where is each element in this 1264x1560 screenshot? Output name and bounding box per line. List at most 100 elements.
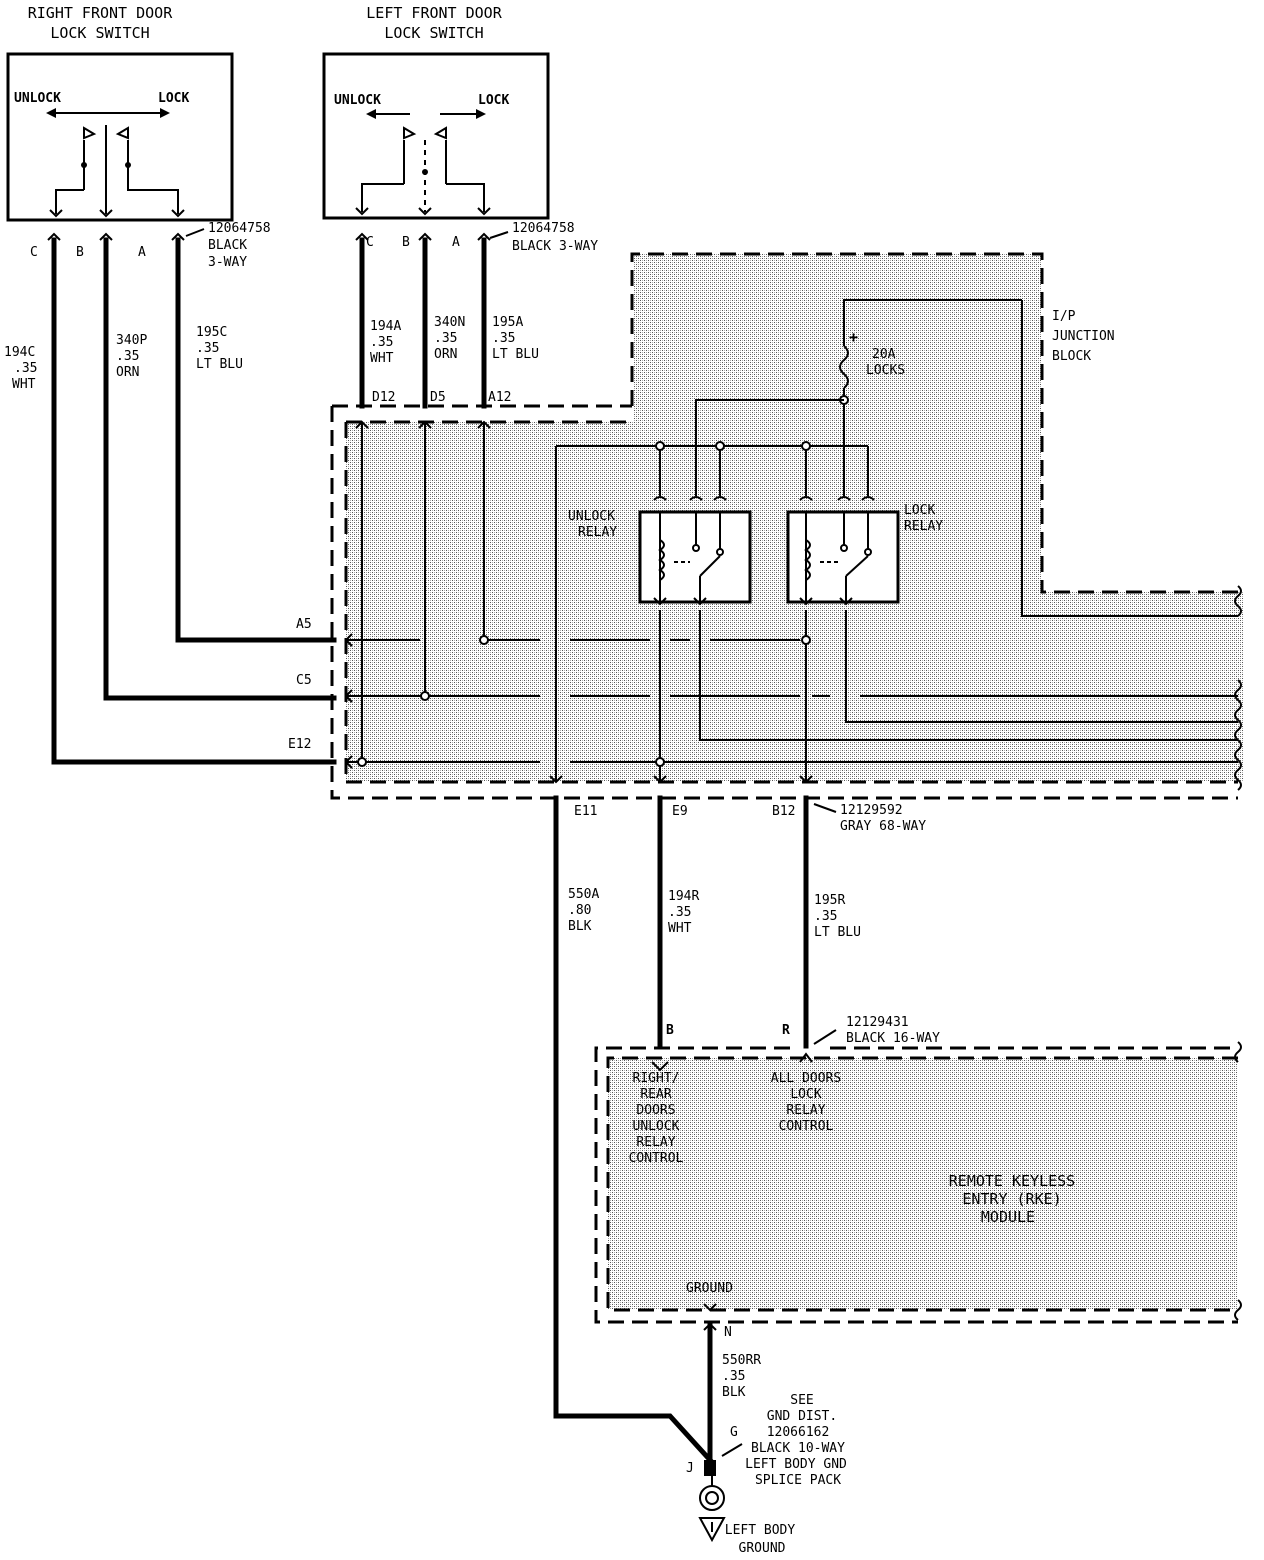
jb-pin-c5: C5: [296, 673, 312, 688]
right-pin-a: A: [138, 245, 146, 260]
right-connector-color: BLACK: [208, 238, 247, 253]
jb-to-rke-wires: 550A .80 BLK 194R .35 WHT 195R .35 LT BL…: [553, 795, 861, 1464]
wire-195a-gauge: .35: [492, 331, 515, 346]
wire-550rr-num: 550RR: [722, 1353, 761, 1368]
right-switch-unlock-label: UNLOCK: [14, 91, 61, 106]
right-pin-b: B: [76, 245, 84, 260]
jb-pin-e11: E11: [574, 804, 597, 819]
wire-195r-num: 195R: [814, 893, 845, 908]
wire-194a-color: WHT: [370, 351, 394, 366]
wire-195r-gauge: .35: [814, 909, 837, 924]
ground-symbol-icon: [698, 1517, 726, 1543]
wire-194r-num: 194R: [668, 889, 699, 904]
rke-module-title: REMOTE KEYLESS ENTRY (RKE) MODULE: [949, 1172, 1075, 1226]
rke-connector-desc: BLACK 16-WAY: [846, 1031, 940, 1046]
wire-195c-num: 195C: [196, 325, 227, 340]
jb-pin-e12: E12: [288, 737, 311, 752]
wire-195c-color: LT BLU: [196, 357, 243, 372]
rke-ground-label: GROUND: [686, 1281, 733, 1296]
jb-title-2: JUNCTION: [1052, 329, 1115, 344]
right-switch-wires: 194C .35 WHT 340P .35 ORN 195C .35 LT BL…: [4, 237, 337, 765]
wire-195c: [175, 237, 337, 643]
svg-text:ENTRY (RKE): ENTRY (RKE): [962, 1190, 1061, 1208]
left-switch-lock-label: LOCK: [478, 93, 509, 108]
right-connector-type: 3-WAY: [208, 255, 247, 270]
wire-340n-num: 340N: [434, 315, 465, 330]
splice-pack-label: SEE GND DIST. 12066162 BLACK 10-WAY LEFT…: [745, 1393, 847, 1488]
left-switch-wires: 194A .35 WHT 340N .35 ORN 195A .35 LT BL…: [359, 237, 539, 409]
ground-circuit: 550RR .35 BLK G J SEE GND DIST. 12066162…: [686, 1321, 847, 1556]
jb-pin-a12: A12: [488, 390, 511, 405]
fuse-rating: 20A: [872, 347, 896, 362]
left-switch-arrow-icon: [366, 109, 486, 119]
wire-194r-color: WHT: [668, 921, 692, 936]
jb-pin-e9: E9: [672, 804, 688, 819]
svg-text:LOCK: LOCK: [790, 1087, 821, 1102]
unlock-relay: [638, 510, 752, 606]
wire-550a-gauge: .80: [568, 903, 591, 918]
wire-550rr-gauge: .35: [722, 1369, 745, 1384]
wire-194c-color: WHT: [12, 377, 36, 392]
svg-text:REAR: REAR: [640, 1087, 671, 1102]
svg-text:CONTROL: CONTROL: [629, 1151, 684, 1166]
lock-relay-label-1: LOCK: [904, 503, 935, 518]
left-switch-connector: C B A 12064758 BLACK 3-WAY: [355, 221, 598, 254]
rke-module: B R 12129431 BLACK 16-WAY RIGHT/ REAR DO…: [594, 1015, 1242, 1340]
wire-195c-gauge: .35: [196, 341, 219, 356]
wire-194c: [51, 237, 337, 765]
left-switch-unlock-label: UNLOCK: [334, 93, 381, 108]
rke-pin-b: B: [666, 1023, 674, 1038]
svg-text:UNLOCK: UNLOCK: [633, 1119, 680, 1134]
wire-195a-color: LT BLU: [492, 347, 539, 362]
right-switch-contacts-icon: [49, 125, 185, 218]
svg-text:12066162: 12066162: [767, 1425, 830, 1440]
right-front-door-lock-switch: RIGHT FRONT DOOR LOCK SWITCH UNLOCK LOCK: [6, 4, 234, 222]
svg-text:RIGHT/: RIGHT/: [633, 1071, 680, 1086]
jb-title-1: I/P: [1052, 309, 1076, 324]
lock-relay: [786, 510, 900, 606]
left-front-door-lock-switch: LEFT FRONT DOOR LOCK SWITCH UNLOCK LOCK: [322, 4, 550, 220]
left-pin-c: C: [366, 235, 374, 250]
wire-340p-color: ORN: [116, 365, 139, 380]
wire-194a-gauge: .35: [370, 335, 393, 350]
ip-junction-block: I/P JUNCTION BLOCK + 20A LOCKS: [288, 252, 1244, 800]
jb-pin-a5: A5: [296, 617, 312, 632]
wire-340n-color: ORN: [434, 347, 457, 362]
right-switch-title-2: LOCK SWITCH: [50, 24, 149, 42]
svg-text:GND DIST.: GND DIST.: [767, 1409, 837, 1424]
fuse-20a-icon: +: [839, 299, 1022, 496]
left-connector-part: 12064758: [512, 221, 575, 236]
left-switch-title-1: LEFT FRONT DOOR: [366, 4, 502, 22]
left-connector-desc: BLACK 3-WAY: [512, 239, 598, 254]
right-switch-connector: C B A 12064758 BLACK 3-WAY: [30, 221, 271, 270]
ground-label-1: LEFT BODY: [725, 1523, 796, 1538]
ground-ring-terminal-icon: [699, 1476, 725, 1511]
svg-text:SEE: SEE: [790, 1393, 813, 1408]
rke-lock-control-label: ALL DOORS LOCK RELAY CONTROL: [771, 1071, 841, 1134]
rke-pin-r: R: [782, 1023, 790, 1038]
wire-194c-gauge: .35: [14, 361, 37, 376]
jb-title-3: BLOCK: [1052, 349, 1091, 364]
svg-text:RELAY: RELAY: [636, 1135, 675, 1150]
unlock-relay-label-2: RELAY: [578, 525, 617, 540]
svg-text:ALL DOORS: ALL DOORS: [771, 1071, 841, 1086]
right-connector-part: 12064758: [208, 221, 271, 236]
rke-ground-pin: N: [724, 1325, 732, 1340]
svg-text:MODULE: MODULE: [981, 1208, 1035, 1226]
right-switch-title-1: RIGHT FRONT DOOR: [28, 4, 173, 22]
left-switch-title-2: LOCK SWITCH: [384, 24, 483, 42]
fuse-name: LOCKS: [866, 363, 905, 378]
jb-connector-desc: GRAY 68-WAY: [840, 819, 926, 834]
wire-194a-num: 194A: [370, 319, 401, 334]
jb-pin-d5: D5: [430, 390, 446, 405]
jb-connector-part: 12129592: [840, 803, 903, 818]
wire-340p-gauge: .35: [116, 349, 139, 364]
jb-pin-b12: B12: [772, 804, 795, 819]
svg-text:CONTROL: CONTROL: [779, 1119, 834, 1134]
wire-550a-color: BLK: [568, 919, 592, 934]
wire-340p-num: 340P: [116, 333, 147, 348]
wire-340p: [103, 237, 337, 701]
wire-550a: [553, 795, 714, 1464]
svg-text:LEFT BODY GND: LEFT BODY GND: [745, 1457, 847, 1472]
